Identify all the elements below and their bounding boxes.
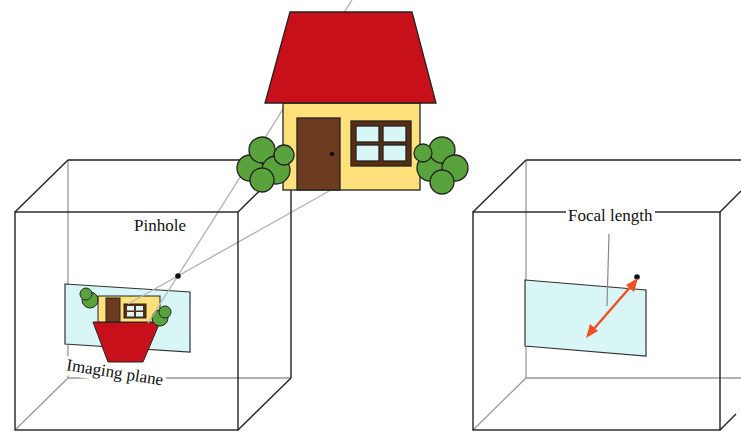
focal-length-arrow (586, 278, 638, 338)
bush (414, 137, 468, 194)
house (237, 12, 468, 194)
pinhole-dot (175, 273, 181, 279)
focal-length-label: Focal length (566, 207, 655, 226)
inverted-house (80, 288, 171, 362)
imaging-plane (525, 280, 646, 356)
right-camera-box (473, 160, 741, 430)
leader-line (607, 234, 609, 306)
bush (237, 137, 294, 192)
pinhole-label: Pinhole (132, 217, 188, 236)
